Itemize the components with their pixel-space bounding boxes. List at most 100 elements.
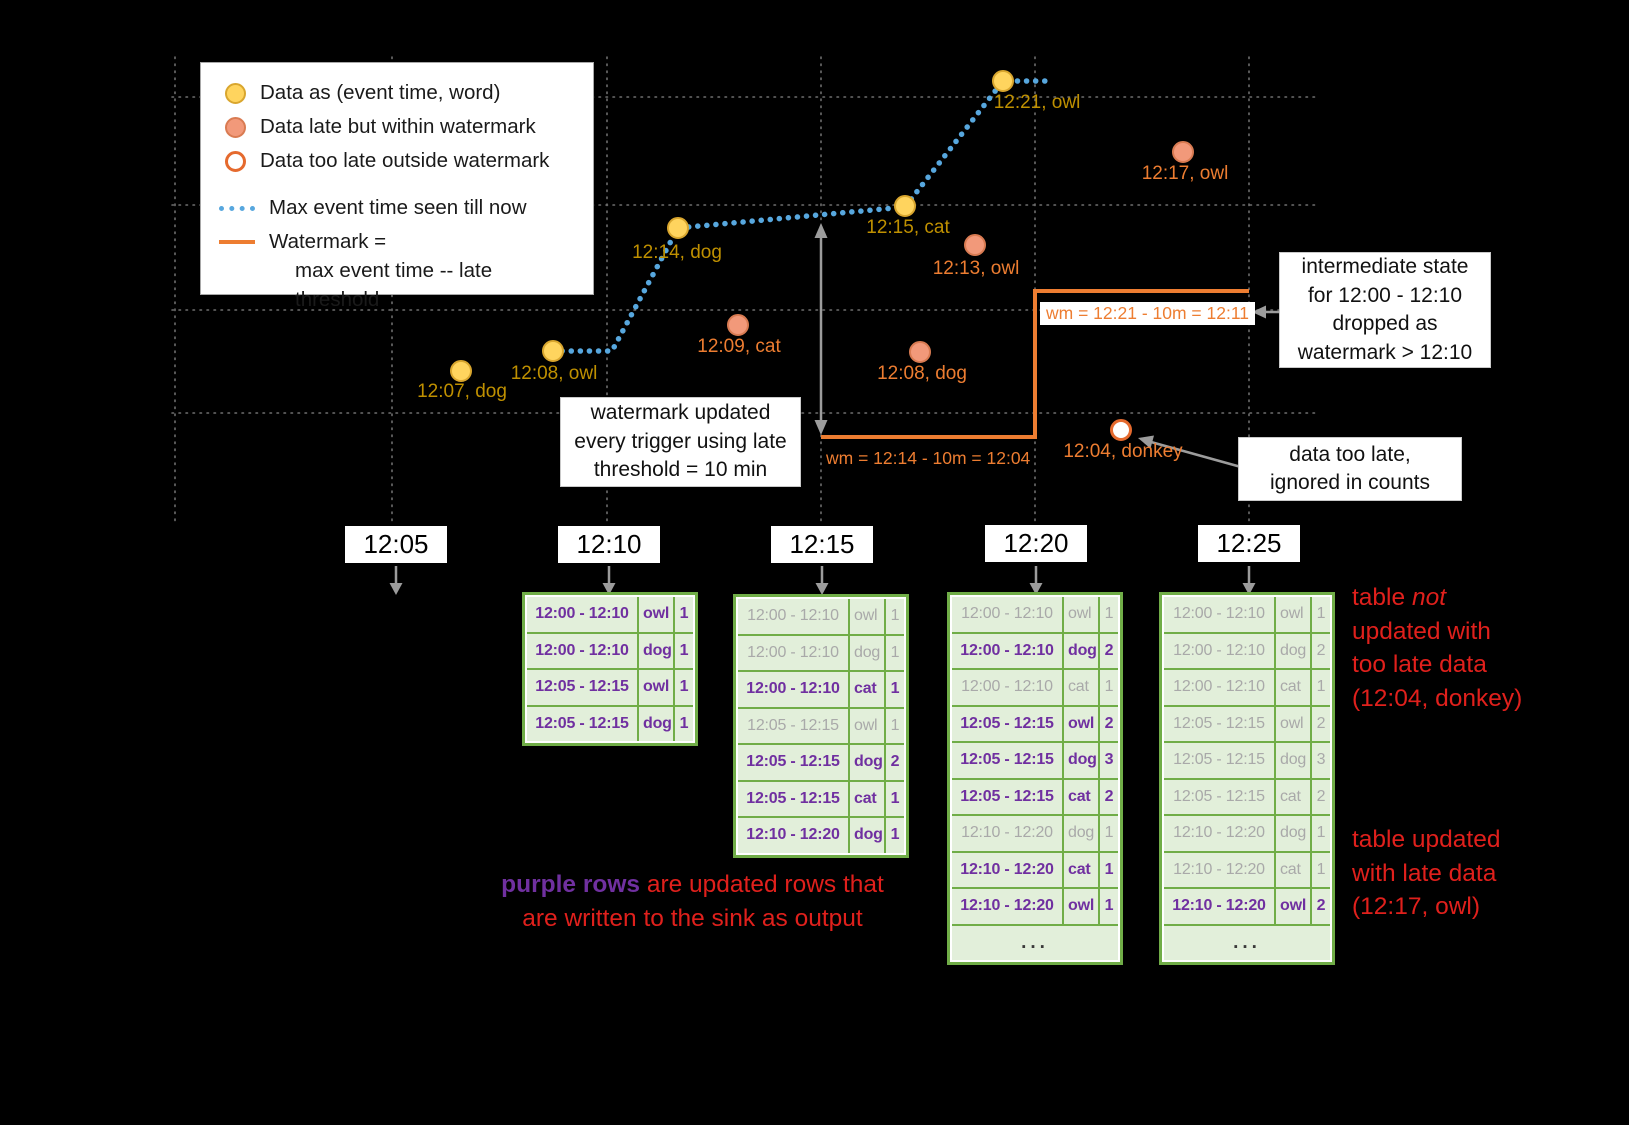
word-cell: cat <box>850 781 884 816</box>
table-row: 12:05 - 12:15 owl 2 <box>952 706 1118 741</box>
toolate-data-point-label: 12:04, donkey <box>1063 441 1183 462</box>
toolate-circle-icon <box>225 150 246 172</box>
count-cell: 1 <box>1312 670 1330 705</box>
window-cell: 12:05 - 12:15 <box>1164 743 1274 778</box>
window-cell: 12:00 - 12:10 <box>952 633 1062 668</box>
data-point <box>894 195 916 217</box>
count-cell: 2 <box>1312 779 1330 814</box>
window-cell: 12:10 - 12:20 <box>738 818 848 853</box>
trigger-time-1210: 12:10 <box>558 526 660 563</box>
table-row: 12:00 - 12:10 dog 2 <box>952 633 1118 668</box>
word-cell: cat <box>1064 670 1098 705</box>
window-cell: 12:05 - 12:15 <box>738 745 848 780</box>
count-cell: 2 <box>1100 706 1118 741</box>
late-dot-icon <box>225 116 246 138</box>
count-cell: 1 <box>1100 852 1118 887</box>
count-cell: 2 <box>1312 706 1330 741</box>
legend-item-watermark: Watermark = max event time -- late thres… <box>217 227 577 314</box>
table-row: 12:05 - 12:15 dog 1 <box>527 706 693 741</box>
callout-watermark-update: watermark updated every trigger using la… <box>560 397 801 487</box>
trigger-time-1215: 12:15 <box>771 526 873 563</box>
late-data-point-label: 12:13, owl <box>932 258 1020 279</box>
table-row: 12:00 - 12:10 owl 1 <box>952 597 1118 632</box>
window-cell: 12:05 - 12:15 <box>738 781 848 816</box>
data-point <box>992 70 1014 92</box>
window-cell: 12:05 - 12:15 <box>738 708 848 743</box>
late-data-point <box>1172 141 1194 163</box>
count-cell: 1 <box>886 818 904 853</box>
watermark-formula-1: wm = 12:14 - 10m = 12:04 <box>826 448 1031 468</box>
trigger-time-1225: 12:25 <box>1198 525 1300 562</box>
window-cell: 12:05 - 12:15 <box>952 706 1062 741</box>
window-cell: 12:00 - 12:10 <box>1164 670 1274 705</box>
table-row: 12:00 - 12:10 dog 1 <box>738 635 904 670</box>
word-cell: dog <box>639 633 673 668</box>
count-cell: 1 <box>1312 816 1330 851</box>
window-cell: 12:05 - 12:15 <box>952 779 1062 814</box>
count-cell: 3 <box>1100 743 1118 778</box>
word-cell: cat <box>1064 779 1098 814</box>
word-cell: dog <box>1064 816 1098 851</box>
legend-item-ontime: Data as (event time, word) <box>217 76 577 110</box>
table-row: 12:05 - 12:15 cat 1 <box>738 781 904 816</box>
legend-label: Watermark = max event time -- late thres… <box>269 230 493 311</box>
result-table-1225: 12:00 - 12:10 owl 1 12:00 - 12:10 dog 2 … <box>1162 595 1332 962</box>
word-cell: owl <box>1276 889 1310 924</box>
ontime-dot-icon <box>225 82 246 104</box>
result-table-1220: 12:00 - 12:10 owl 1 12:00 - 12:10 dog 2 … <box>950 595 1120 962</box>
word-cell: owl <box>850 708 884 743</box>
word-cell: dog <box>1064 633 1098 668</box>
window-cell: 12:05 - 12:15 <box>1164 779 1274 814</box>
table-row: 12:00 - 12:10 dog 1 <box>527 633 693 668</box>
legend-item-max-event-time: Max event time seen till now <box>217 191 577 225</box>
count-cell: 1 <box>675 706 693 741</box>
watermark-formula-2: wm = 12:21 - 10m = 12:11 <box>1040 302 1255 325</box>
count-cell: 2 <box>1312 889 1330 924</box>
purple-rows-emphasis: purple rows <box>501 871 641 898</box>
word-cell: dog <box>1276 743 1310 778</box>
legend-item-late: Data late but within watermark <box>217 110 577 144</box>
note-purple-rows: purple rows are updated rows that are wr… <box>501 871 884 932</box>
word-cell: owl <box>850 599 884 634</box>
count-cell: 1 <box>1100 597 1118 632</box>
window-cell: 12:00 - 12:10 <box>1164 633 1274 668</box>
window-cell: 12:10 - 12:20 <box>952 889 1062 924</box>
legend: Data as (event time, word) Data late but… <box>200 62 594 311</box>
late-data-point-label: 12:08, dog <box>877 363 967 384</box>
table-row: 12:10 - 12:20 dog 1 <box>1164 816 1330 851</box>
count-cell: 3 <box>1312 743 1330 778</box>
word-cell: dog <box>1276 816 1310 851</box>
late-data-point <box>909 341 931 363</box>
trigger-time-1205: 12:05 <box>345 526 447 563</box>
window-cell: 12:10 - 12:20 <box>952 852 1062 887</box>
count-cell: 2 <box>1100 633 1118 668</box>
legend-label: Data late but within watermark <box>260 115 536 138</box>
result-table-1210: 12:00 - 12:10 owl 1 12:00 - 12:10 dog 1 … <box>525 595 695 743</box>
count-cell: 2 <box>886 745 904 780</box>
legend-item-toolate: Data too late outside watermark <box>217 144 577 178</box>
table-row: 12:10 - 12:20 cat 1 <box>1164 852 1330 887</box>
legend-label: Data as (event time, word) <box>260 81 501 104</box>
watermark-line <box>821 289 1249 439</box>
window-cell: 12:00 - 12:10 <box>527 633 637 668</box>
word-cell: cat <box>1064 852 1098 887</box>
legend-label: Data too late outside watermark <box>260 149 550 172</box>
late-threshold-gap-arrow <box>814 223 828 435</box>
word-cell: cat <box>850 672 884 707</box>
callout-too-late: data too late, ignored in counts <box>1238 437 1462 501</box>
late-data-point-label: 12:09, cat <box>697 336 781 357</box>
word-cell: dog <box>1276 633 1310 668</box>
word-cell: owl <box>639 670 673 705</box>
window-cell: 12:10 - 12:20 <box>1164 816 1274 851</box>
word-cell: dog <box>850 745 884 780</box>
table-row: 12:00 - 12:10 dog 2 <box>1164 633 1330 668</box>
count-cell: 1 <box>1312 597 1330 632</box>
table-row: 12:05 - 12:15 cat 2 <box>952 779 1118 814</box>
table-row: 12:10 - 12:20 dog 1 <box>952 816 1118 851</box>
window-cell: 12:00 - 12:10 <box>1164 597 1274 632</box>
result-table-1215: 12:00 - 12:10 owl 1 12:00 - 12:10 dog 1 … <box>736 597 906 855</box>
note-late-updated: table updated with late data (12:17, owl… <box>1352 826 1501 920</box>
table-row: 12:10 - 12:20 cat 1 <box>952 852 1118 887</box>
window-cell: 12:05 - 12:15 <box>952 743 1062 778</box>
late-data-point <box>964 234 986 256</box>
